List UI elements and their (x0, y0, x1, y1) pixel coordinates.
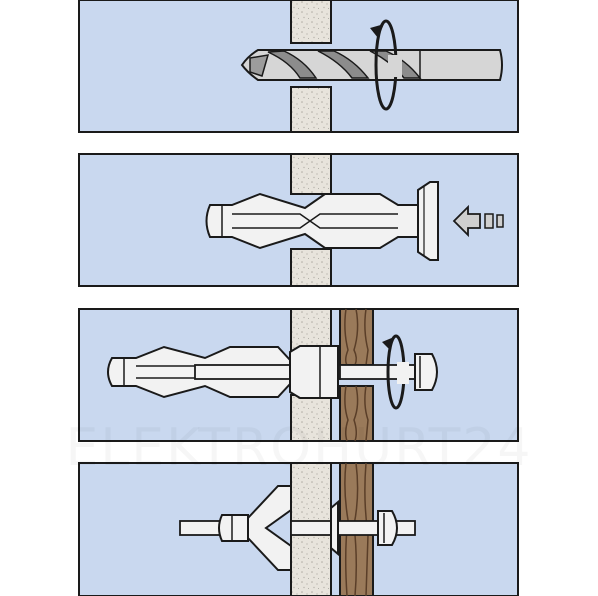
rotation-arrow-icon (370, 19, 402, 111)
hollow-wall-anchor (107, 345, 438, 399)
expanded-wall-anchor (179, 485, 416, 571)
step-1-drill-panel (78, 0, 519, 133)
rotation-arrow-icon (382, 334, 409, 410)
push-arrow-icon (452, 204, 504, 238)
step-3-tighten-panel (78, 308, 519, 442)
wall-section (290, 394, 332, 442)
wall-section (290, 0, 332, 44)
hollow-wall-anchor (205, 181, 439, 261)
wall-section (290, 153, 332, 195)
step-4-expanded-panel (78, 462, 519, 596)
step-2-insert-panel (78, 153, 519, 287)
drill-bit (240, 49, 503, 81)
wall-section (290, 248, 332, 287)
wall-section (290, 86, 332, 133)
